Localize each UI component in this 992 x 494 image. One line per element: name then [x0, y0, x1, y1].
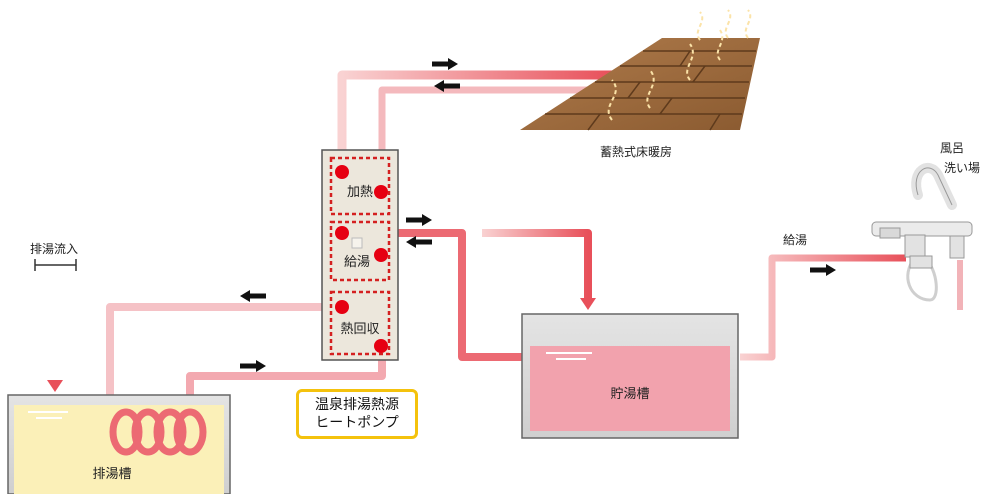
right-arrow-icon [810, 264, 836, 276]
drain-inflow-label: 排湯流入 [30, 242, 78, 256]
heat-pump-subtitle: ヒートポンプ [315, 415, 399, 431]
heat-recovery-coil [109, 408, 207, 456]
heat-waves [607, 9, 752, 121]
right-arrow-icon [432, 58, 458, 70]
supply-section [329, 220, 391, 282]
right-arrow-icon [240, 360, 266, 372]
storage-water [530, 346, 730, 431]
drain-inflow-marker [34, 259, 77, 271]
faucet-shower [871, 163, 973, 302]
storage-feed-pipe [482, 229, 592, 300]
recovery-section [329, 290, 391, 356]
red-dot [374, 185, 388, 199]
storage-tank-label: 貯湯槽 [610, 387, 649, 402]
storage-tank: 貯湯槽 [521, 313, 739, 439]
heat-pump-title: 温泉排湯熱源 [315, 397, 399, 413]
right-arrow-icon [406, 214, 432, 226]
pipes [51, 70, 963, 415]
unit-recovery-label: 熱回収 [340, 322, 379, 337]
floor-heating [520, 9, 760, 131]
recovery-pipe-out [106, 303, 340, 415]
heat-pump-label-box: 温泉排湯熱源 ヒートポンプ [296, 389, 418, 439]
left-arrow-icon [406, 236, 432, 248]
unit-supply-label: 給湯 [344, 255, 370, 270]
red-dot [335, 226, 349, 240]
drain-tank: 排湯槽 [7, 394, 231, 494]
unit-heating-label: 加熱 [347, 185, 373, 200]
red-dot [374, 339, 388, 353]
floor-supply-pipe [337, 70, 612, 158]
hot-water-supply-label: 給湯 [783, 233, 807, 247]
supply-to-storage-pipe [340, 229, 528, 361]
storage-feed-arrowhead [580, 298, 596, 310]
red-dot [335, 300, 349, 314]
heating-section [329, 156, 391, 216]
hot-water-supply-pipe [740, 254, 906, 361]
flow-arrows [240, 58, 836, 372]
floor-heating-label: 蓄熱式床暖房 [600, 144, 672, 159]
drain-inflow-arrowhead [47, 380, 63, 392]
red-dot [335, 165, 349, 179]
washing-area-label: 洗い場 [944, 161, 980, 175]
red-dot [374, 248, 388, 262]
heat-pump-unit: 加熱 給湯 熱回収 [321, 149, 399, 361]
bath-label: 風呂 [940, 141, 964, 155]
wood-floor [520, 38, 760, 130]
drain-tank-label: 排湯槽 [92, 467, 131, 482]
left-arrow-icon [240, 290, 266, 302]
left-arrow-icon [434, 80, 460, 92]
